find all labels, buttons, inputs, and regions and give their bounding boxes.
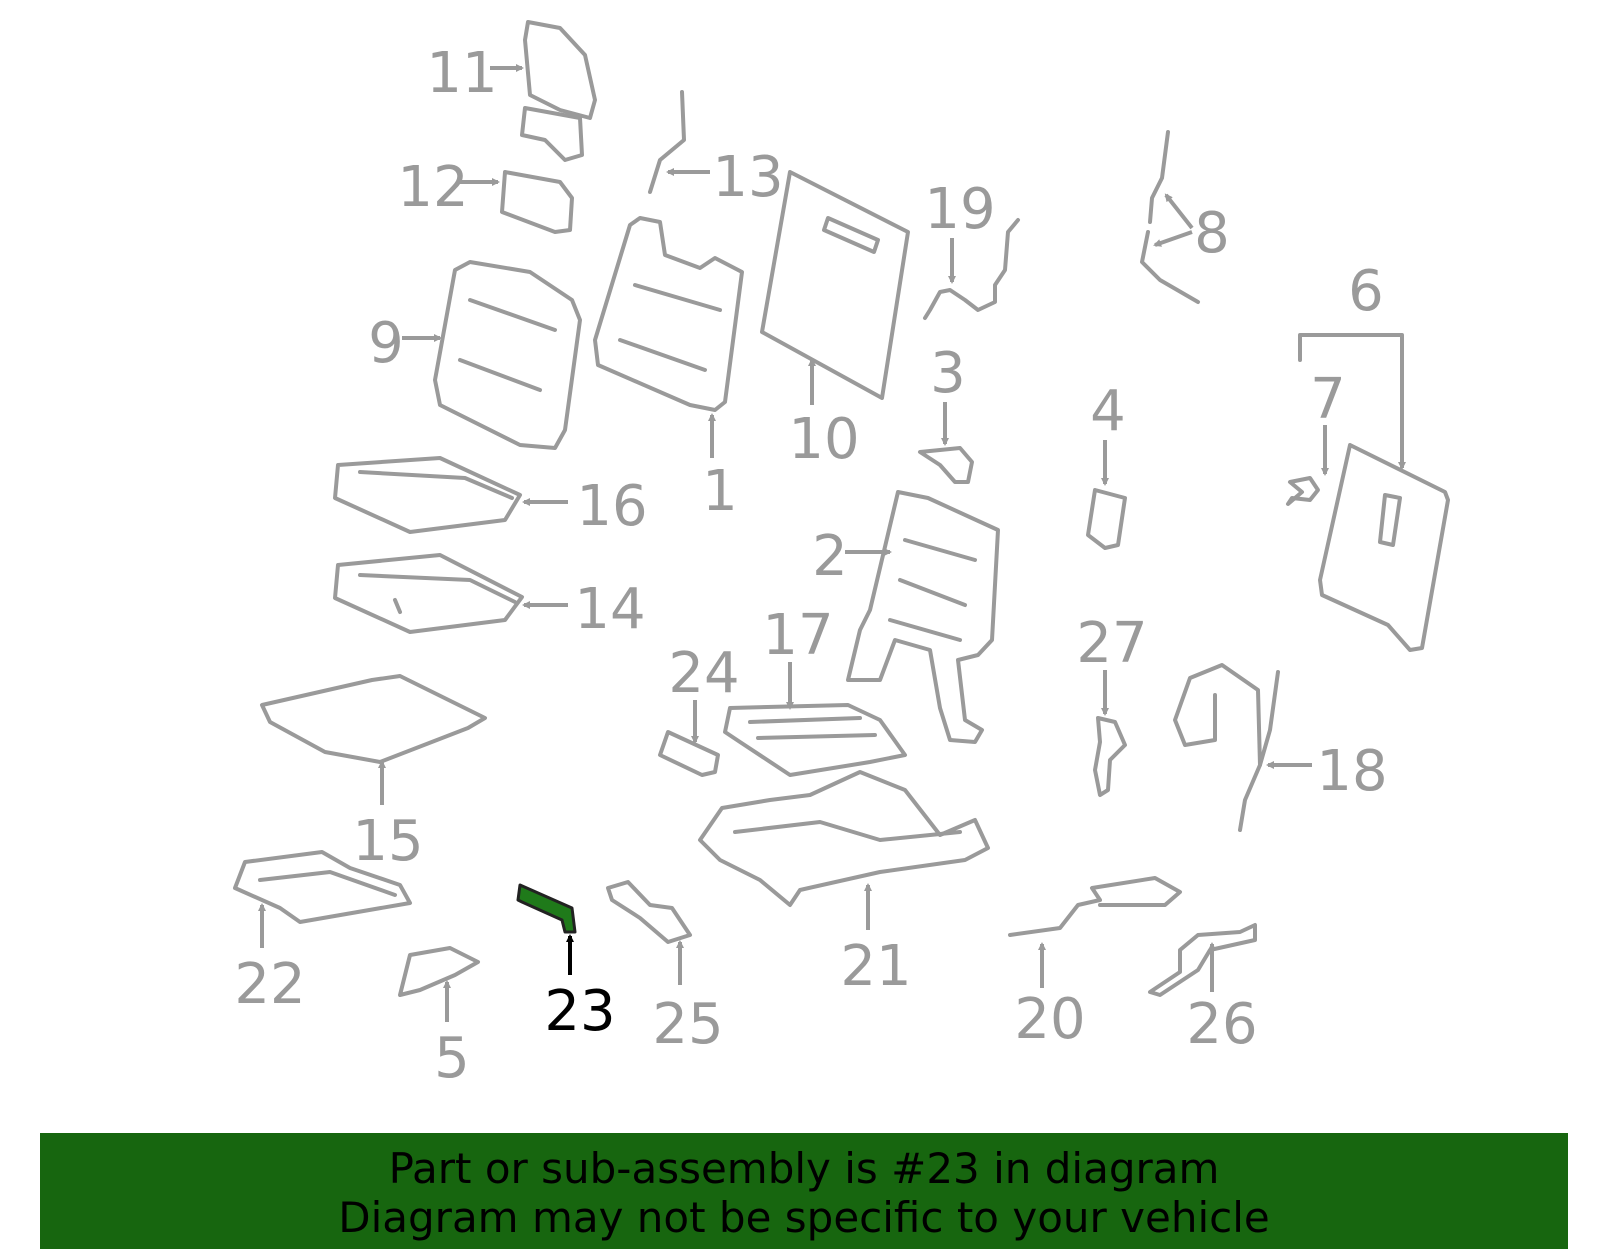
- part-4[interactable]: [1086, 440, 1127, 550]
- part-12[interactable]: [460, 170, 574, 234]
- part-11-headrest[interactable]: [490, 20, 597, 162]
- callout-17: 17: [762, 603, 833, 668]
- callout-2: 2: [812, 524, 848, 589]
- callout-27: 27: [1076, 611, 1147, 676]
- callout-11: 11: [426, 41, 497, 106]
- callout-20: 20: [1014, 987, 1085, 1052]
- part-1-seatback-pad[interactable]: [593, 216, 744, 458]
- callout-26: 26: [1186, 992, 1257, 1057]
- part-3[interactable]: [918, 402, 974, 484]
- callout-5: 5: [434, 1026, 470, 1091]
- info-banner: Part or sub-assembly is #23 in diagram D…: [40, 1133, 1568, 1249]
- callout-22: 22: [234, 952, 305, 1017]
- part-14-cushion-pad[interactable]: [333, 553, 568, 634]
- callout-21: 21: [840, 934, 911, 999]
- callout-4: 4: [1090, 379, 1126, 444]
- part-22[interactable]: [233, 850, 412, 948]
- part-16-cushion-cover[interactable]: [333, 456, 568, 534]
- callout-25: 25: [652, 992, 723, 1057]
- part-2-seat-frame[interactable]: [845, 490, 1000, 744]
- part-27[interactable]: [1093, 670, 1127, 797]
- callout-24: 24: [668, 641, 739, 706]
- part-20-rod[interactable]: [1008, 876, 1182, 988]
- part-8-rods[interactable]: [1140, 130, 1200, 304]
- callout-16: 16: [576, 474, 647, 539]
- part-10-board[interactable]: [760, 170, 910, 405]
- callout-6: 6: [1348, 259, 1384, 324]
- callout-10: 10: [788, 407, 859, 472]
- callout-9: 9: [368, 311, 404, 376]
- part-21-base-frame[interactable]: [698, 770, 990, 930]
- callout-3: 3: [930, 341, 966, 406]
- part-15-mat[interactable]: [260, 674, 487, 805]
- part-25[interactable]: [606, 880, 692, 985]
- callout-12: 12: [397, 155, 468, 220]
- callout-23: 23: [544, 979, 615, 1044]
- part-7-bolt[interactable]: [1286, 425, 1329, 506]
- banner-line-disclaimer: Diagram may not be specific to your vehi…: [338, 1193, 1270, 1242]
- part-24[interactable]: [658, 700, 720, 777]
- callout-8: 8: [1194, 201, 1230, 266]
- part-6-back-panel[interactable]: [1298, 333, 1450, 652]
- part-13-rod[interactable]: [648, 90, 710, 194]
- part-23-bracket[interactable]: [516, 883, 577, 975]
- part-5[interactable]: [398, 946, 480, 1022]
- callout-18: 18: [1316, 739, 1387, 804]
- part-26[interactable]: [1148, 923, 1257, 997]
- callout-15: 15: [352, 809, 423, 874]
- callout-7: 7: [1310, 367, 1346, 432]
- part-9-seatback-cover[interactable]: [402, 260, 582, 450]
- callout-1: 1: [702, 459, 738, 524]
- part-17[interactable]: [723, 662, 907, 777]
- part-19-wire[interactable]: [923, 218, 1020, 320]
- callout-14: 14: [574, 577, 645, 642]
- callout-13: 13: [712, 145, 783, 210]
- banner-line-part: Part or sub-assembly is #23 in diagram: [388, 1144, 1220, 1193]
- callout-19: 19: [924, 177, 995, 242]
- part-18-cable[interactable]: [1173, 663, 1312, 832]
